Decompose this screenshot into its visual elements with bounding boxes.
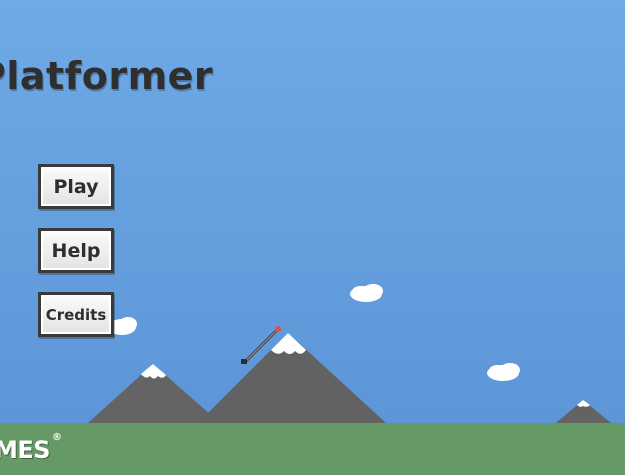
help-button[interactable]: Help bbox=[38, 228, 114, 273]
cloud-upper bbox=[350, 284, 383, 302]
mountain-large bbox=[198, 333, 386, 423]
ground bbox=[0, 423, 625, 475]
mountain-far-right bbox=[556, 400, 611, 423]
registered-mark: ® bbox=[52, 432, 62, 443]
goal-flag bbox=[241, 326, 281, 364]
play-button[interactable]: Play bbox=[38, 164, 114, 209]
game-title: Platformer bbox=[0, 54, 214, 98]
publisher-logo[interactable]: MES bbox=[0, 436, 51, 464]
credits-button[interactable]: Credits bbox=[38, 292, 114, 337]
cloud-left bbox=[108, 317, 137, 335]
cloud-right bbox=[487, 363, 520, 381]
mountain-small bbox=[88, 364, 220, 423]
